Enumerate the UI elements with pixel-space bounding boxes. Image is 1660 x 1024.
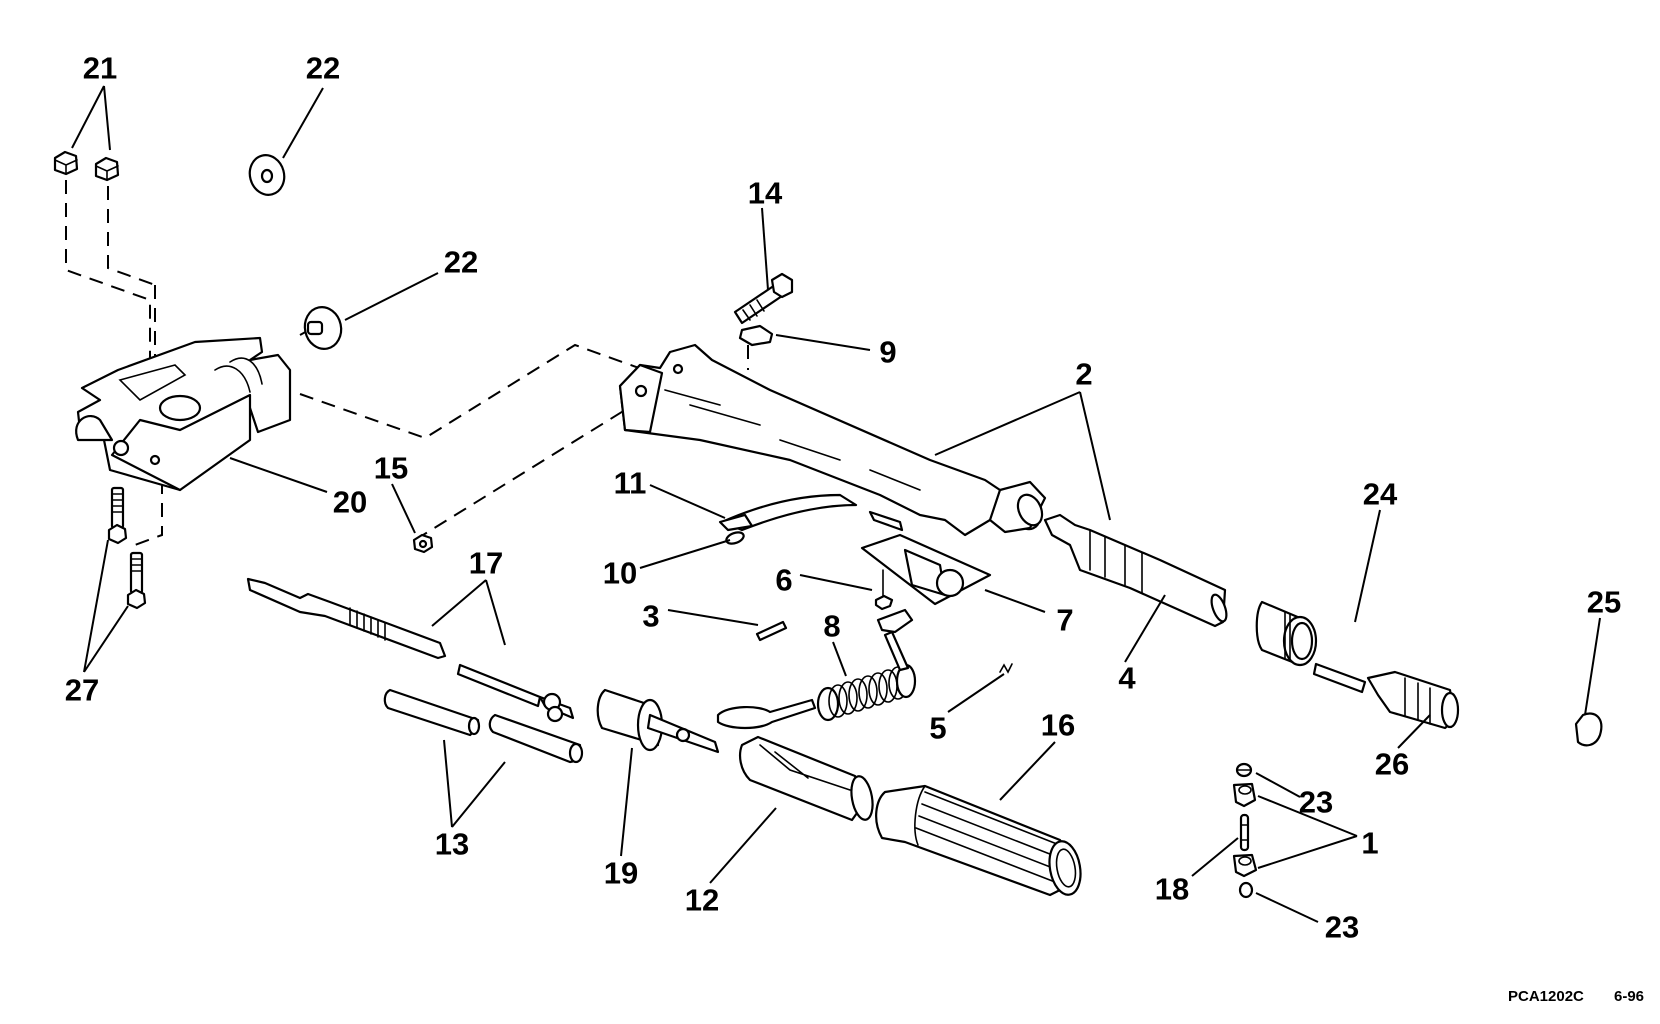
part-18-pin (1239, 813, 1250, 852)
callout-14: 14 (748, 176, 783, 211)
callout-13: 13 (435, 827, 469, 862)
part-14-bolt (733, 272, 794, 325)
callout-4: 4 (1118, 661, 1136, 696)
part-22-washer-top (248, 154, 286, 196)
part-8-coil (816, 663, 917, 722)
part-22-washer-mid (303, 306, 343, 350)
part-27-screw-lower (126, 551, 147, 610)
callout-1: 1 (1361, 826, 1378, 861)
part-17-throttle-cable (246, 577, 575, 723)
drawing-footer: PCA1202C 6-96 (1508, 988, 1644, 1005)
callout-17: 17 (469, 546, 503, 581)
callout-23-top: 23 (1299, 785, 1333, 820)
part-27-screw-upper (107, 486, 128, 545)
drawing-code: PCA1202C (1508, 988, 1584, 1005)
part-16-grip (875, 784, 1082, 897)
part-20-bracket (75, 336, 292, 492)
date-code: 6-96 (1614, 988, 1644, 1005)
callout-9: 9 (879, 335, 896, 370)
part-12-grip-insert (739, 735, 874, 822)
part-15-locknut (412, 533, 434, 554)
callout-16: 16 (1041, 708, 1075, 743)
part-2-tiller-arm (618, 343, 1047, 537)
callout-7: 7 (1056, 603, 1073, 638)
callout-12: 12 (685, 883, 719, 918)
callout-26: 26 (1375, 747, 1409, 782)
part-13-tube-upper (383, 688, 481, 737)
part-10-terminal (725, 531, 745, 545)
part-21-nut-right (94, 156, 120, 182)
part-23-cap-top (1235, 762, 1253, 778)
callout-6: 6 (775, 563, 792, 598)
part-7-stop-switch (860, 510, 992, 606)
callout-18: 18 (1155, 872, 1189, 907)
part-8-lanyard (716, 608, 917, 730)
callout-23-bottom: 23 (1325, 910, 1359, 945)
part-1-bushing-top (1232, 782, 1257, 808)
part-13-tube-lower (488, 713, 584, 764)
callout-8: 8 (823, 609, 840, 644)
callout-2: 2 (1075, 357, 1092, 392)
part-24-bushing (1255, 600, 1318, 667)
callout-27: 27 (65, 673, 99, 708)
callout-22-mid: 22 (444, 245, 478, 280)
callout-19: 19 (604, 856, 638, 891)
part-19-roller (596, 688, 720, 754)
part-25-cap (1574, 712, 1603, 747)
callout-15: 15 (374, 451, 408, 486)
part-1-bushing-bottom (1232, 853, 1258, 878)
part-11-wire-lead (718, 493, 858, 532)
callout-20: 20 (333, 485, 367, 520)
callout-22-top: 22 (306, 51, 340, 86)
part-4-throttle-shaft (1043, 513, 1228, 628)
part-23-cap-bottom (1238, 881, 1254, 899)
part-26-friction-knob (1312, 662, 1460, 730)
callout-11: 11 (614, 466, 647, 501)
callout-3: 3 (642, 599, 659, 634)
callout-labels: 21 22 22 14 9 2 20 15 11 10 17 6 3 8 7 2… (65, 51, 1621, 945)
callout-24: 24 (1363, 477, 1398, 512)
callout-leader-lines (71, 85, 1601, 923)
part-6-screw (874, 569, 894, 611)
part-9-clip (738, 324, 774, 347)
callout-5: 5 (929, 711, 946, 746)
callout-21: 21 (83, 51, 117, 86)
part-3-pin (755, 620, 788, 642)
part-5-spring-clip (999, 663, 1013, 674)
part-21-nut-left (53, 150, 79, 176)
callout-10: 10 (603, 556, 637, 591)
callout-25: 25 (1587, 585, 1621, 620)
